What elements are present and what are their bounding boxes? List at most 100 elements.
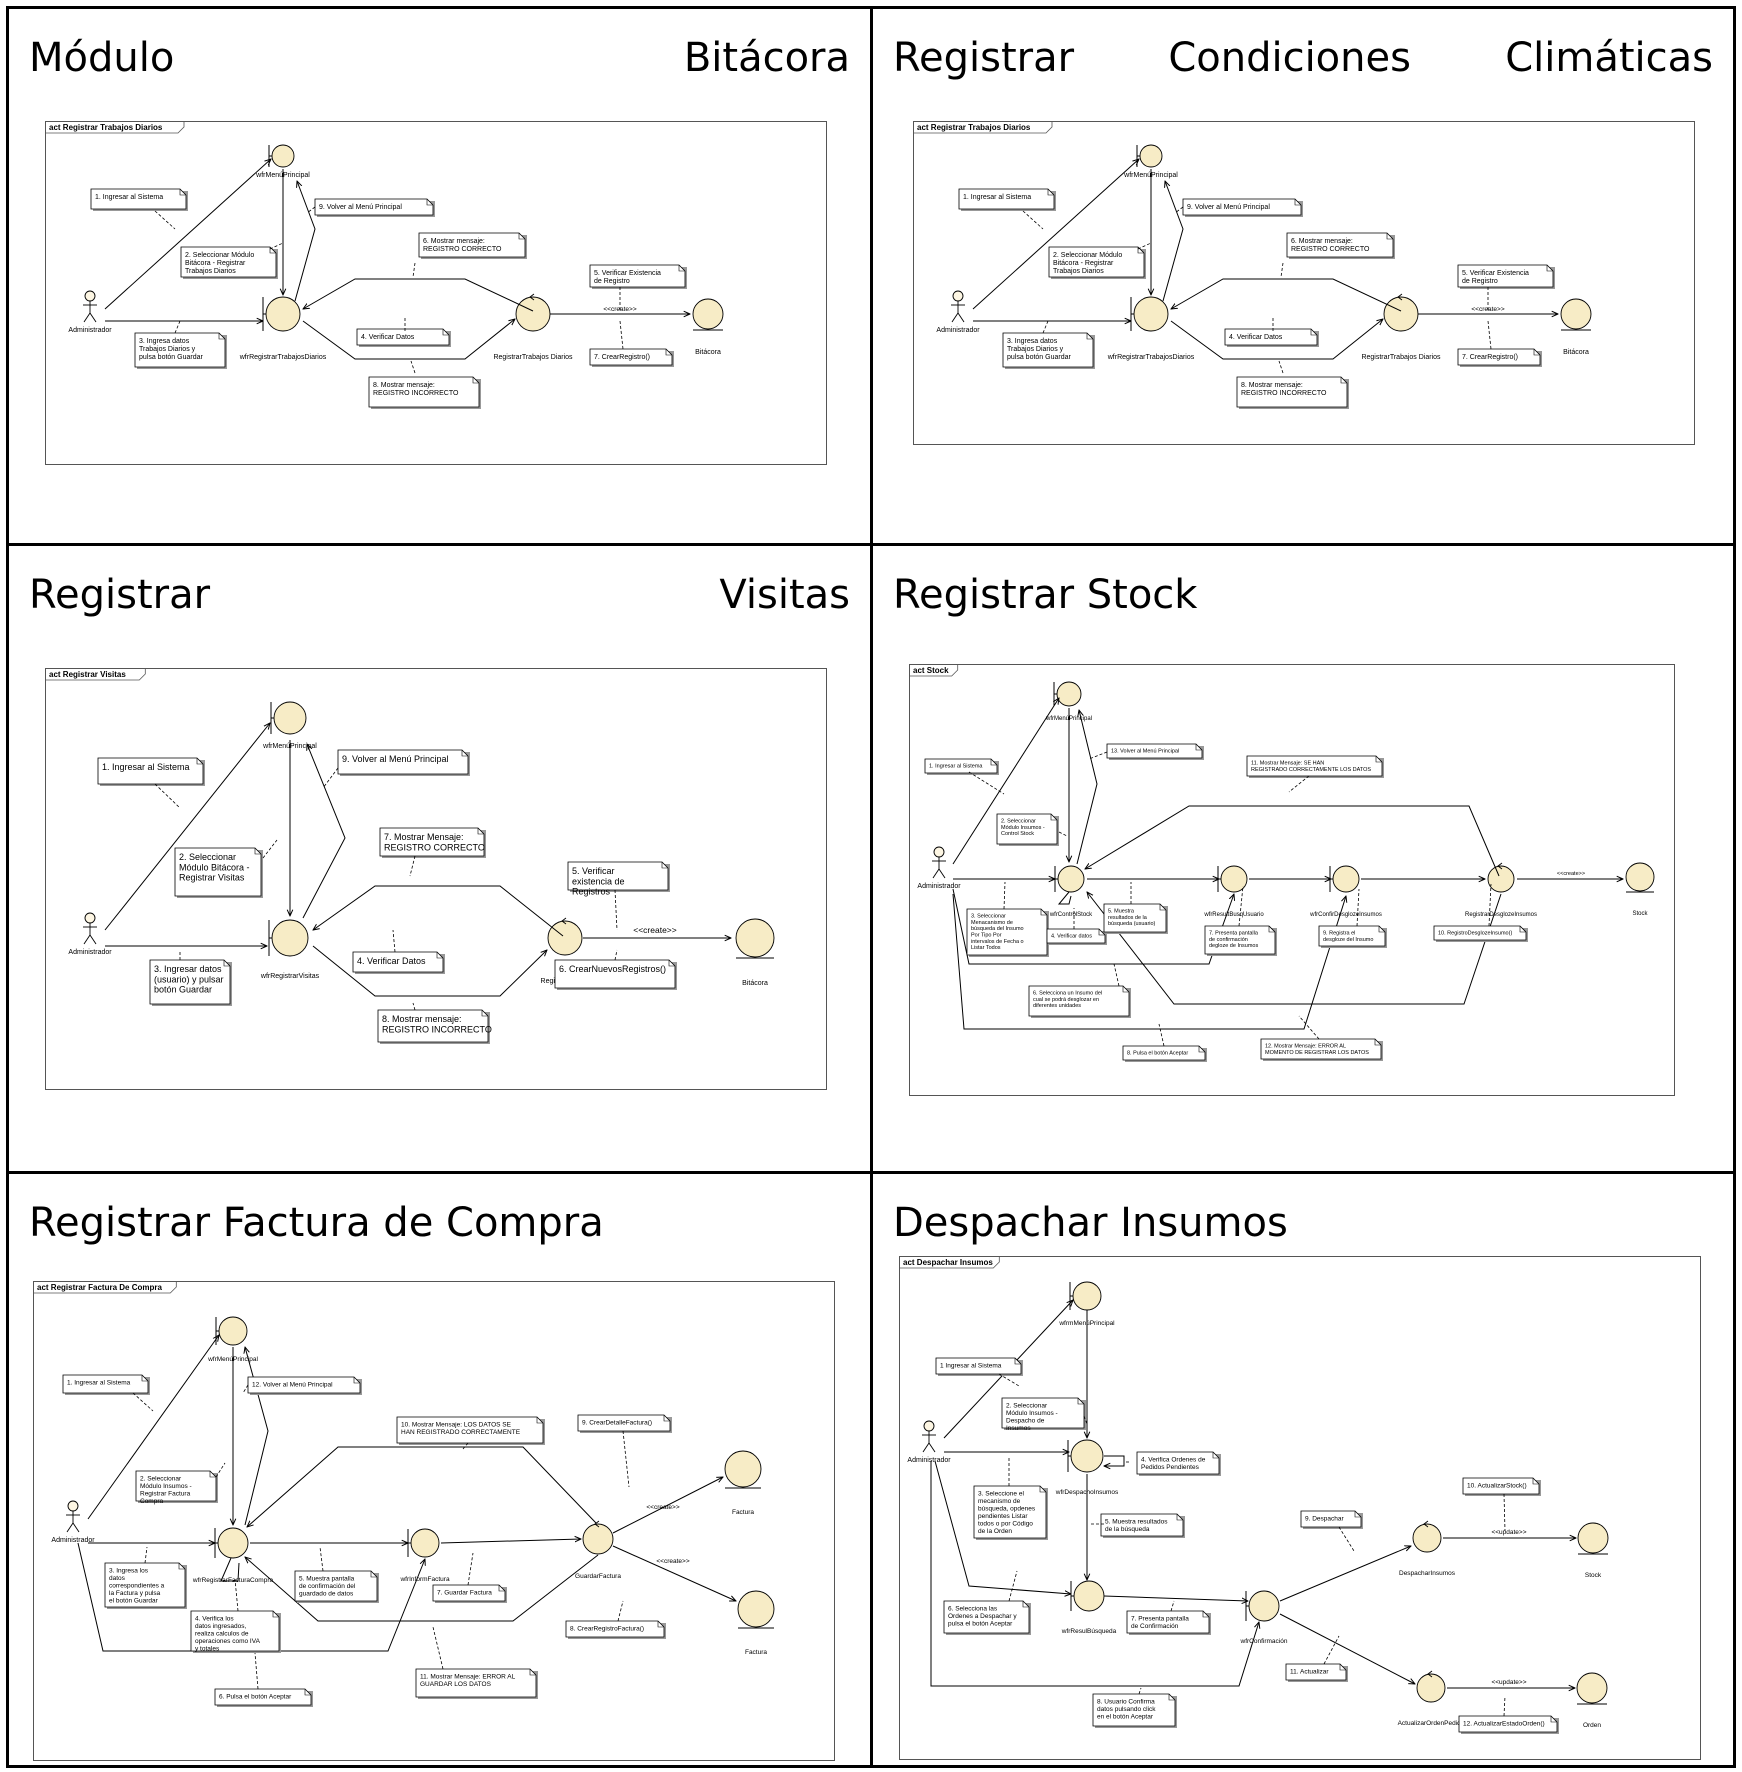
message-flow <box>440 1539 581 1544</box>
message-flow <box>612 1477 723 1534</box>
node-label: DespacharInsumos <box>1399 1570 1456 1577</box>
note-anchor <box>617 1600 624 1622</box>
node-label: ActualizarOrdenPedido <box>1398 1720 1465 1727</box>
diagram-canvas: act Registrar Trabajos DiariosAdministra… <box>45 121 827 465</box>
actor-icon <box>951 290 965 323</box>
note <box>418 232 527 259</box>
note-text: 4. Verificar Datos <box>357 956 426 966</box>
message-flow <box>313 885 564 937</box>
control-icon <box>547 917 583 956</box>
message-flow <box>612 1545 736 1601</box>
note-text: 1. Ingresar al Sistema <box>963 194 1031 201</box>
diagram-canvas: act Registrar VisitasAdministradorwfrMen… <box>45 668 827 1090</box>
node-label: wfrConfirDesglozeInsumos <box>1309 912 1382 918</box>
note <box>1318 925 1387 948</box>
note-anchor <box>1298 1015 1320 1040</box>
message-flow <box>930 1461 1259 1687</box>
note <box>1204 925 1277 956</box>
note <box>973 1485 1048 1540</box>
note <box>1092 1693 1177 1728</box>
note-anchor <box>412 262 416 278</box>
message-flow <box>104 723 270 931</box>
note-anchor <box>1356 888 1360 927</box>
stereotype-label: <<create>> <box>656 1558 689 1565</box>
message-flow <box>952 893 1346 1030</box>
note-anchor <box>132 1392 154 1412</box>
entity-icon <box>1625 862 1655 893</box>
note <box>1122 1045 1207 1062</box>
panel-title: Registrar Visitas <box>29 572 850 618</box>
note <box>1246 755 1384 778</box>
note <box>379 827 486 858</box>
panel-grid: Módulo Bitácora act Registrar Trabajos D… <box>6 6 1736 1768</box>
note-anchor <box>154 783 181 809</box>
note-anchor <box>1170 1600 1175 1612</box>
note <box>314 198 435 217</box>
note-text: 4. Verificar Datos <box>1229 334 1283 341</box>
note <box>356 328 451 347</box>
title-word: Registrar Factura de Compra <box>29 1200 604 1246</box>
node-label: Bitácora <box>742 980 768 987</box>
note-anchor <box>1174 206 1184 214</box>
note-anchor <box>1158 1023 1165 1047</box>
boundary-icon <box>268 144 295 168</box>
note-anchor <box>409 855 416 877</box>
note-anchor <box>1137 242 1152 250</box>
note-anchor <box>1083 1415 1088 1425</box>
title-word: Módulo <box>29 35 175 81</box>
note-text: 10. ActualizarStock() <box>1467 1483 1527 1490</box>
note-text: 7. Mostrar Mensaje:REGISTRO CORRECTO <box>384 832 485 852</box>
note-text: 13. Volver al Menú Principal <box>1111 749 1179 755</box>
node-label: GuardarFactura <box>575 1573 621 1580</box>
node-label: wfrConfirmación <box>1240 1638 1288 1645</box>
note-text: 9. CrearDetalleFactura() <box>582 1420 652 1427</box>
node-label: Bitácora <box>695 349 721 356</box>
entity-icon <box>1560 298 1592 331</box>
note-text: 7. CrearRegistro() <box>1462 354 1518 361</box>
note-anchor <box>1288 775 1310 793</box>
frame-label: act Registrar Trabajos Diarios <box>917 123 1031 132</box>
node-label: Factura <box>732 1509 754 1516</box>
note <box>554 959 677 990</box>
entity-icon <box>735 918 775 959</box>
message-flow <box>1171 278 1402 312</box>
frame: act Registrar Trabajos Diarios <box>45 121 827 465</box>
note <box>174 847 263 898</box>
note-anchor <box>998 1373 1020 1387</box>
note-text: 1. Ingresar al Sistema <box>929 764 983 770</box>
boundary-icon <box>1245 1590 1280 1622</box>
note-text: 9. Volver al Menú Principal <box>1187 204 1270 211</box>
frame-label: act Registrar Trabajos Diarios <box>49 123 163 132</box>
note <box>149 959 232 1006</box>
note-text: 1. Ingresar al Sistema <box>102 762 190 772</box>
note <box>565 1620 666 1639</box>
note-anchor <box>1003 881 1006 910</box>
entity-icon <box>1576 1672 1608 1705</box>
note-anchor <box>622 1430 630 1488</box>
note <box>1286 232 1395 259</box>
note <box>943 1600 1031 1635</box>
entity-icon <box>1577 1522 1609 1555</box>
title-word: Despachar Insumos <box>893 1200 1288 1246</box>
note <box>1002 332 1095 369</box>
panel-modulo-bitacora: Módulo Bitácora act Registrar Trabajos D… <box>9 9 873 546</box>
note-text: 6. CrearNuevosRegistros() <box>559 964 666 974</box>
note <box>924 758 999 775</box>
title-word: Visitas <box>719 572 850 618</box>
panel-title: Despachar Insumos <box>893 1200 1713 1246</box>
note <box>589 264 687 289</box>
diagram-canvas: act Registrar Trabajos DiariosAdministra… <box>913 121 1695 445</box>
actor-icon <box>932 846 946 879</box>
note-text: 11. Actualizar <box>1290 1669 1329 1676</box>
